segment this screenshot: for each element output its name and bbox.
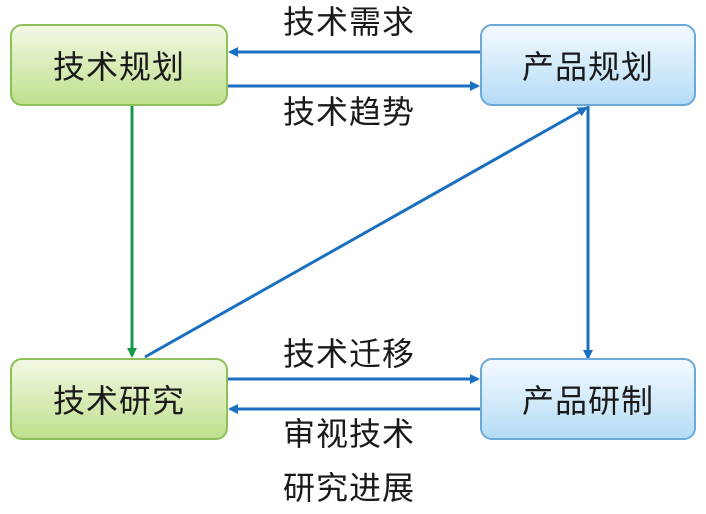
- edge-label-review-tech: 审视技术: [283, 415, 416, 453]
- node-product-planning: 产品规划: [480, 24, 696, 106]
- edge-label-tech-transfer: 技术迁移: [283, 335, 416, 373]
- edge-label-tech-demand: 技术需求: [283, 3, 416, 41]
- edge-label-research-progress: 研究进展: [283, 469, 416, 507]
- arrow-tech-research-to-product-planning: [144, 106, 588, 359]
- edge-label-tech-trend: 技术趋势: [283, 93, 416, 131]
- node-tech-planning: 技术规划: [10, 24, 228, 106]
- node-product-development: 产品研制: [480, 358, 696, 440]
- node-tech-research: 技术研究: [10, 358, 228, 440]
